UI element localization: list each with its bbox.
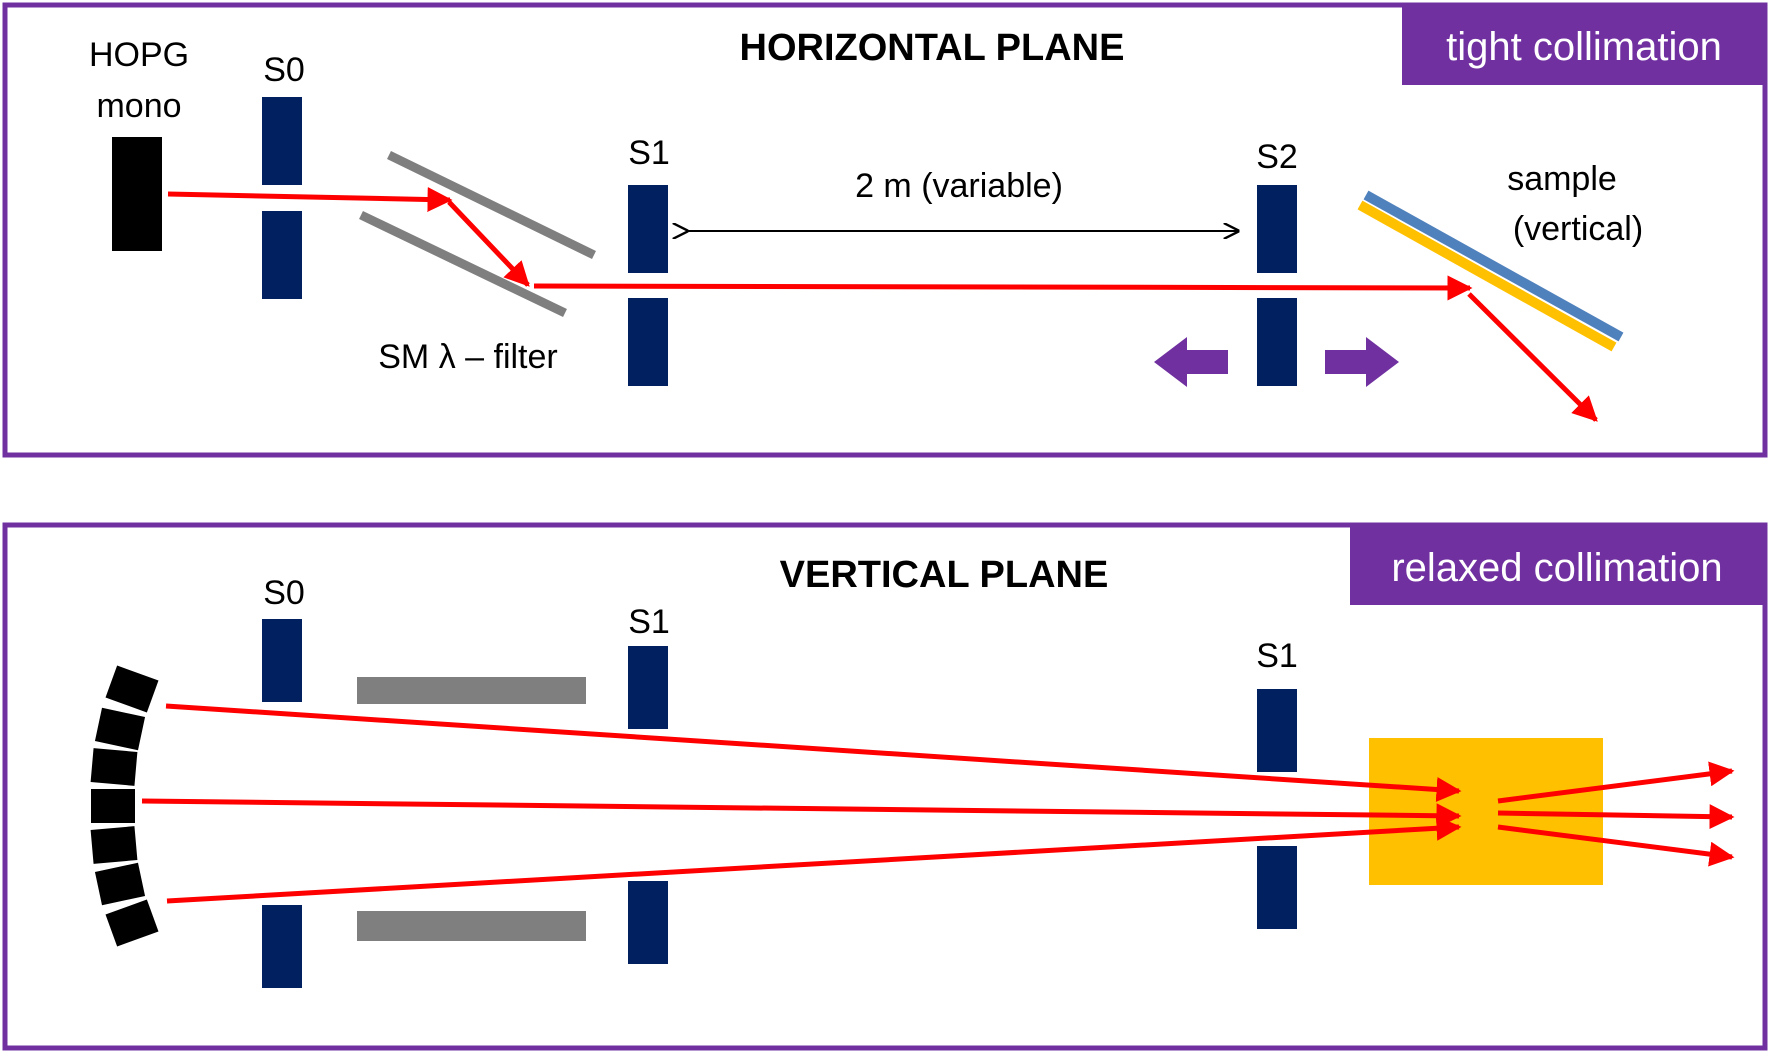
vertical-panel-frame [2, 522, 1768, 1051]
beam-mono-to-filter [167, 187, 453, 213]
beam-diverging-upper [1497, 761, 1735, 804]
move-right-arrow [1325, 337, 1399, 387]
beam-diverging-lower [1497, 824, 1735, 867]
focusing-monochromator [90, 665, 159, 947]
guide-plate-upper [357, 677, 586, 704]
vertical-slit-s1-far-lower-blade [1257, 846, 1297, 929]
slit-s1-lower-blade [628, 298, 668, 386]
relaxed-collimation-badge [1350, 525, 1765, 605]
filter-mirror-upper [387, 150, 596, 260]
beam-to-sample [533, 275, 1473, 301]
mono-segment [91, 789, 135, 823]
vertical-slit-s0-lower-blade [262, 905, 302, 988]
slit-s2-upper-blade [1257, 185, 1297, 273]
vertical-sample [1369, 738, 1603, 885]
beam-diverging-middle [1497, 804, 1735, 830]
relaxed-collimation-label: relaxed collimation [1391, 546, 1722, 590]
mono-segment [94, 707, 146, 751]
beam-converging-middle [141, 798, 1462, 829]
sample-label: sample [1507, 160, 1617, 198]
horizontal-panel-frame [2, 2, 1768, 458]
beam-converging-lower [166, 815, 1462, 904]
beam-converging-upper [165, 703, 1462, 802]
vertical-slit-s1-lower-blade [628, 881, 668, 964]
vertical-slit-s1-label: S1 [628, 603, 670, 641]
filter-label: SM λ – filter [378, 338, 557, 376]
mono-segment [105, 665, 159, 713]
mono-segment [94, 862, 146, 906]
sample-orientation-label: (vertical) [1513, 210, 1643, 248]
vertical-slit-s1-far-label: S1 [1256, 637, 1298, 675]
slit-s0-upper-blade [262, 97, 302, 185]
hopg-label: HOPG [89, 36, 189, 74]
tight-collimation-label: tight collimation [1446, 25, 1722, 69]
guide-plate-lower [357, 911, 586, 941]
vertical-slit-s0-upper-blade [262, 619, 302, 702]
slit-s2-label: S2 [1256, 138, 1298, 176]
slit-s1-upper-blade [628, 185, 668, 273]
slit-s1-label: S1 [628, 134, 670, 172]
mono-label: mono [96, 87, 181, 125]
vertical-plane-title: VERTICAL PLANE [780, 554, 1109, 596]
vertical-slit-s1-far-upper-blade [1257, 689, 1297, 772]
mono-segment [105, 899, 159, 947]
filter-mirror-lower [359, 210, 567, 318]
horizontal-plane-title: HORIZONTAL PLANE [740, 27, 1125, 69]
vertical-slit-s1-upper-blade [628, 646, 668, 729]
move-left-arrow [1154, 337, 1228, 387]
slit-s0-lower-blade [262, 211, 302, 299]
sample-film [1363, 190, 1624, 342]
mono-segment [90, 826, 138, 864]
hopg-monochromator [112, 137, 162, 251]
distance-label: 2 m (variable) [855, 167, 1063, 205]
mono-segment [90, 748, 138, 786]
beam-reflected [1467, 292, 1598, 422]
horizontal-plane-panel: tight collimation HORIZONTAL PLANE HOPG … [2, 2, 1768, 458]
vertical-plane-panel: relaxed collimation VERTICAL PLANE S0 S1… [2, 522, 1768, 1051]
sample-substrate [1357, 200, 1617, 352]
tight-collimation-badge [1402, 5, 1765, 85]
slit-s0-label: S0 [263, 51, 305, 89]
vertical-slit-s0-label: S0 [263, 574, 305, 612]
slit-s2-lower-blade [1257, 298, 1297, 386]
beam-filter-reflection [447, 200, 530, 287]
